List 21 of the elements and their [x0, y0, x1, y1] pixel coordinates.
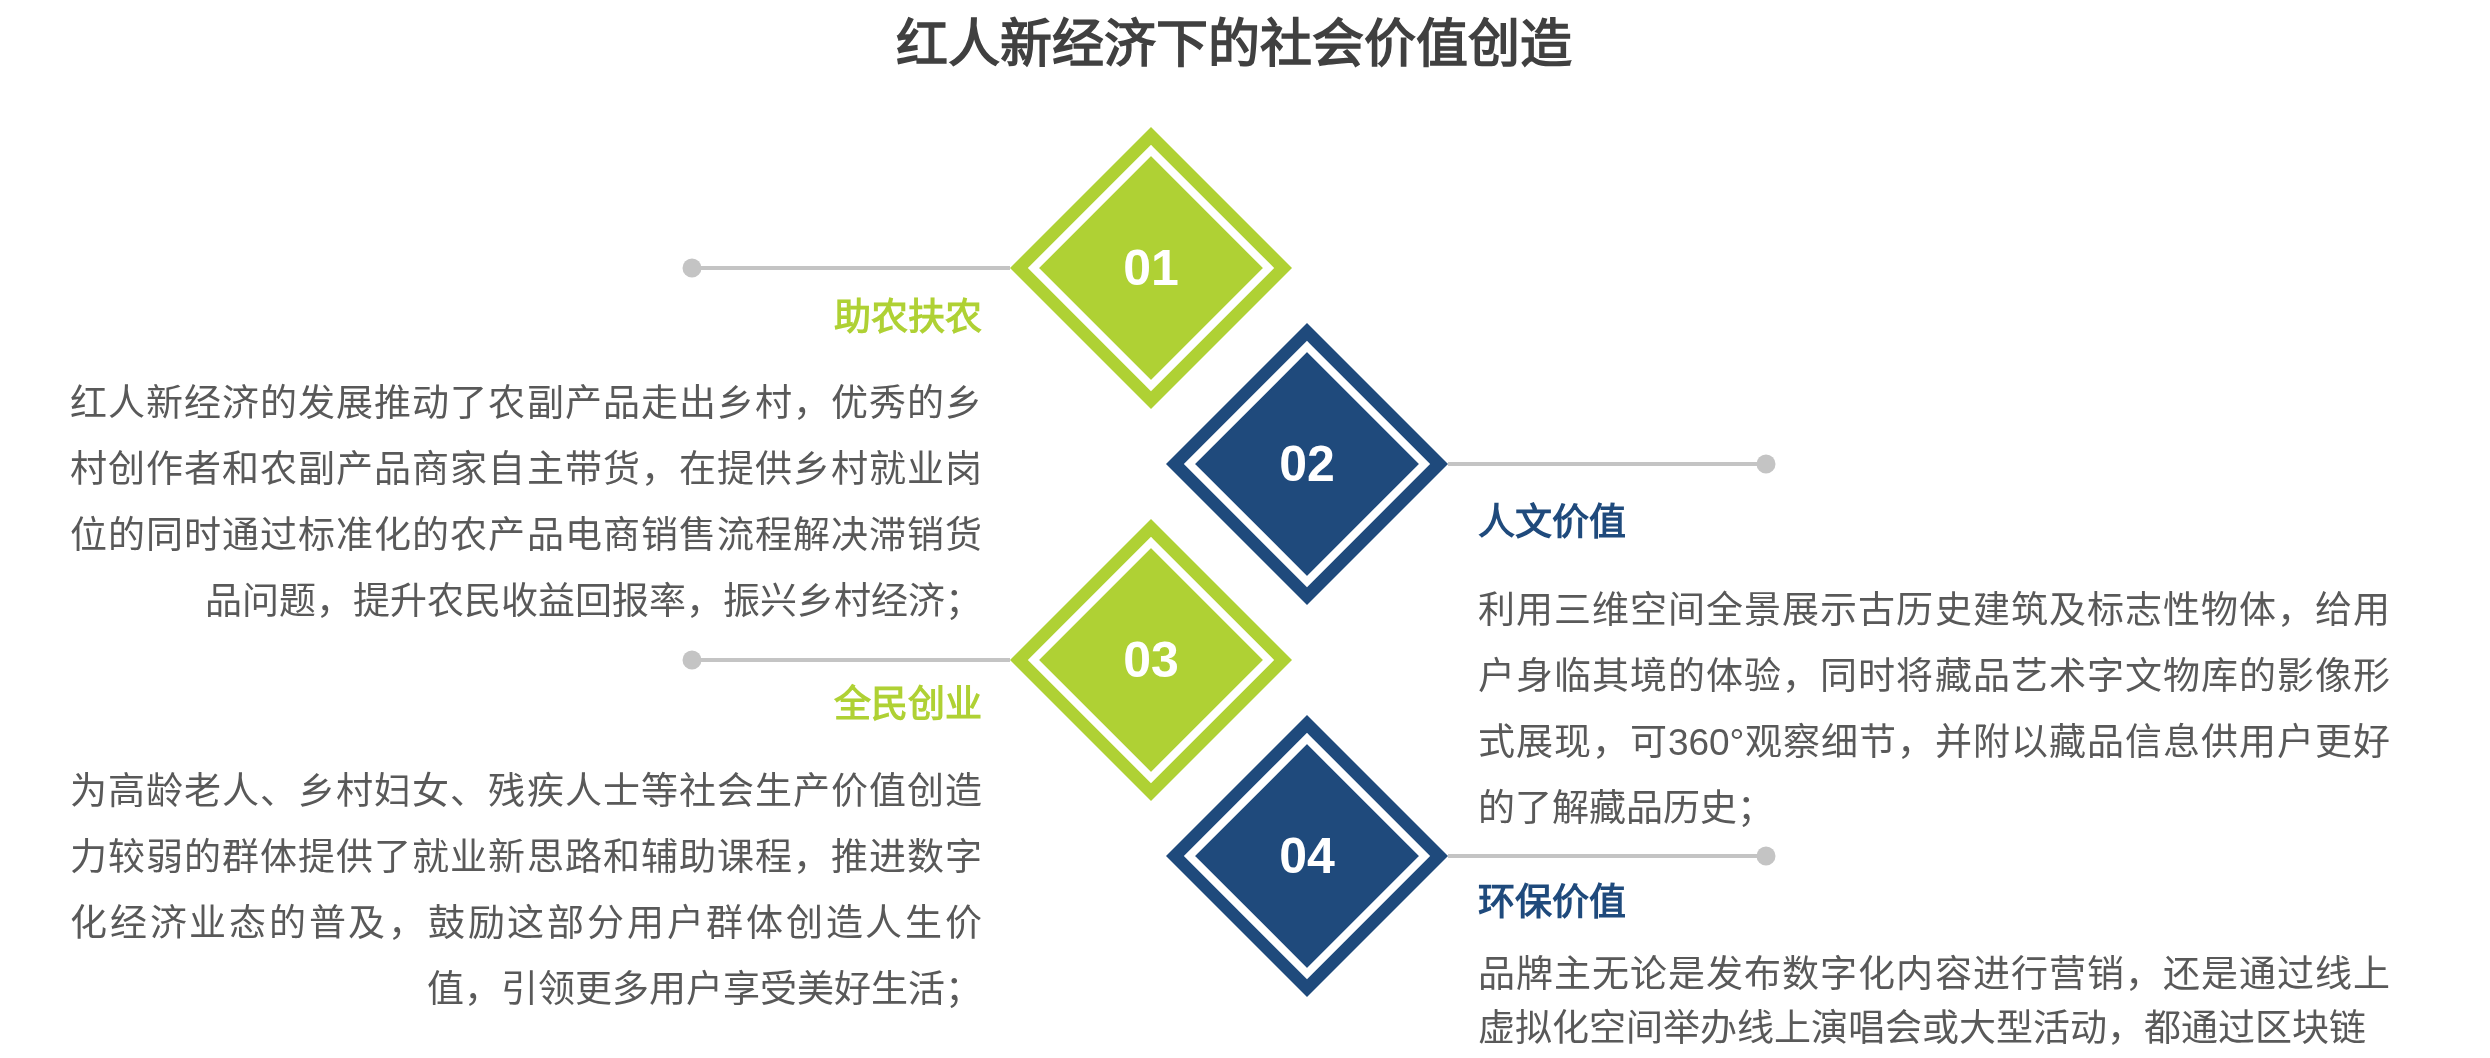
section-heading: 环保价值	[1478, 881, 1626, 925]
step-number: 04	[1279, 831, 1335, 881]
section-heading: 人文价值	[1478, 501, 1626, 545]
step-number: 03	[1123, 635, 1179, 685]
paragraph: 红人新经济的发展推动了农副产品走出乡村，优秀的乡村创作者和农副产品商家自主带货，在提供乡村就业岗位的同时通过标准化的农产品电商销售流程解决滞销货品问题，提升农民收益回报率，振兴乡村经济；	[70, 382, 982, 624]
number-diamond	[1166, 323, 1448, 605]
number-diamond	[1166, 715, 1448, 997]
section-heading: 全民创业	[834, 683, 982, 727]
step-number: 02	[1279, 439, 1335, 489]
number-diamond	[1010, 127, 1292, 409]
number-diamond	[1010, 519, 1292, 801]
connector-line	[1448, 454, 1776, 474]
connector-line	[682, 258, 1010, 278]
paragraph: 利用三维空间全景展示古历史建筑及标志性物体，给用户身临其境的体验，同时将藏品艺术字文物库的影像形式展现，可360°观察细节，并附以藏品信息供用户更好的了解藏品历史；	[1478, 589, 2390, 831]
paragraph: 品牌主无论是发布数字化内容进行营销，还是通过线上虚拟化空间举办线上演唱会或大型活动，都通过区块链	[1478, 953, 2390, 1051]
paragraph: 为高龄老人、乡村妇女、残疾人士等社会生产价值创造力较弱的群体提供了就业新思路和辅助课程，推进数字化经济业态的普及，鼓励这部分用户群体创造人生价值，引领更多用户享受美好生活；	[70, 770, 982, 1012]
connector-line	[682, 650, 1010, 670]
connector-line	[1448, 846, 1776, 866]
title: 红人新经济下的社会价值创造	[896, 14, 1572, 75]
step-number: 01	[1123, 243, 1179, 293]
section-heading: 助农扶农	[834, 296, 982, 340]
